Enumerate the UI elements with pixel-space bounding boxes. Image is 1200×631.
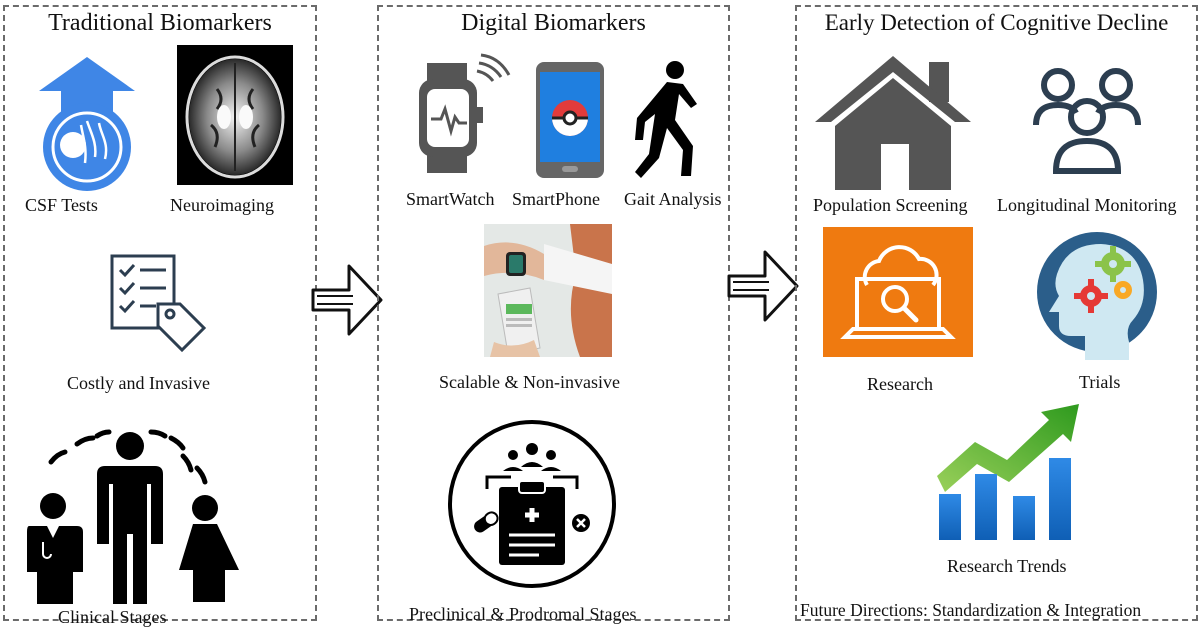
checklist-tag-icon <box>110 254 207 353</box>
csf-tests-label: CSF Tests <box>25 195 98 215</box>
smartphone-label: SmartPhone <box>512 189 600 209</box>
smartwatch-icon <box>419 53 511 173</box>
neuroimaging-label: Neuroimaging <box>170 195 274 215</box>
house-icon <box>815 56 971 190</box>
clinical-stages-label: Clinical Stages <box>58 607 167 627</box>
future-directions-footer: Future Directions: Standardization & Int… <box>800 600 1142 620</box>
smartphone-icon <box>536 62 604 178</box>
watch-photo <box>484 224 612 357</box>
early-detection-panel: Early Detection of Cognitive Decline Pop… <box>795 5 1198 621</box>
digital-title: Digital Biomarkers <box>461 10 646 36</box>
people-stages-icon <box>27 429 239 604</box>
walking-person-icon <box>635 61 697 178</box>
trend-chart-icon <box>937 404 1079 540</box>
trials-label: Trials <box>1079 372 1121 392</box>
research-trends-label: Research Trends <box>947 556 1067 576</box>
traditional-biomarkers-panel: Traditional Biomarkers CSF Tests <box>3 5 317 627</box>
smartwatch-label: SmartWatch <box>406 189 495 209</box>
group-icon <box>1033 68 1141 174</box>
blood-drop-up-icon <box>39 57 135 191</box>
traditional-title: Traditional Biomarkers <box>48 10 272 36</box>
brain-mri-image <box>177 45 293 185</box>
longitudinal-monitoring-label: Longitudinal Monitoring <box>997 195 1177 215</box>
digital-biomarkers-panel: Digital Biomarkers SmartWatch SmartPhone… <box>377 5 730 624</box>
flow-arrow-icon <box>311 264 383 336</box>
scalable-noninvasive-label: Scalable & Non-invasive <box>439 372 620 392</box>
early-title: Early Detection of Cognitive Decline <box>824 10 1169 35</box>
head-gears-icon <box>1037 232 1157 360</box>
preclinical-prodromal-label: Preclinical & Prodromal Stages <box>409 604 637 624</box>
laptop-cloud-search-icon <box>823 227 973 357</box>
research-label: Research <box>867 374 933 394</box>
flow-arrow-icon <box>727 250 799 322</box>
population-screening-label: Population Screening <box>813 195 968 215</box>
clipboard-medical-icon <box>448 420 616 588</box>
gait-analysis-label: Gait Analysis <box>624 189 722 209</box>
costly-invasive-label: Costly and Invasive <box>67 373 210 393</box>
